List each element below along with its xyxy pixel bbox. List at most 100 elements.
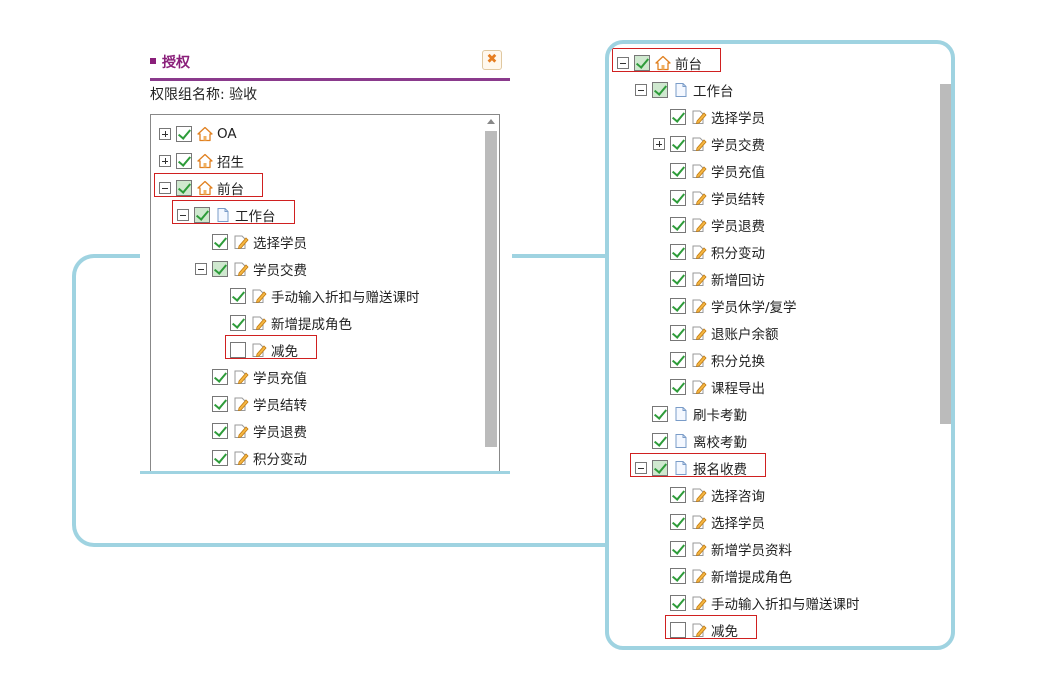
tree-node[interactable]: 积分变动 <box>670 241 765 263</box>
node-checkbox[interactable] <box>670 379 686 395</box>
highlight-box <box>172 200 295 224</box>
node-checkbox[interactable] <box>652 460 668 476</box>
node-checkbox[interactable] <box>176 126 192 142</box>
node-checkbox[interactable] <box>670 190 686 206</box>
edit-icon <box>233 396 249 412</box>
edit-icon <box>691 325 707 341</box>
tree-node[interactable]: 报名收费 <box>635 457 747 479</box>
tree-node[interactable]: 选择学员 <box>212 231 307 253</box>
tree-node[interactable]: 退账户余额 <box>670 322 779 344</box>
node-checkbox[interactable] <box>634 55 650 71</box>
node-checkbox[interactable] <box>652 406 668 422</box>
tree-node[interactable]: 学员交费 <box>195 258 307 280</box>
tree-node[interactable]: 新增学员资料 <box>670 538 792 560</box>
node-checkbox[interactable] <box>212 234 228 250</box>
tree-node[interactable]: 学员退费 <box>212 420 307 442</box>
node-checkbox[interactable] <box>670 244 686 260</box>
tree-node[interactable]: 工作台 <box>635 79 734 101</box>
left-tree-scrollbar[interactable] <box>485 119 497 449</box>
tree-node[interactable]: 积分变动 <box>212 447 307 469</box>
tree-node[interactable]: 选择咨询 <box>670 484 765 506</box>
node-checkbox[interactable] <box>670 622 686 638</box>
tree-node-label: 课程导出 <box>711 381 765 397</box>
tree-node[interactable]: 新增提成角色 <box>670 565 792 587</box>
tree-node[interactable]: 刷卡考勤 <box>652 403 747 425</box>
collapse-icon[interactable] <box>617 57 629 69</box>
node-checkbox[interactable] <box>230 288 246 304</box>
node-checkbox[interactable] <box>212 261 228 277</box>
left-permission-tree[interactable]: OA 招生前台工作台选择学员学员交费手动输入折扣与赠送课时新增提成角色减免学员充值… <box>150 114 500 472</box>
node-checkbox[interactable] <box>670 514 686 530</box>
collapse-icon[interactable] <box>195 263 207 275</box>
scroll-thumb[interactable] <box>485 131 497 447</box>
tree-node[interactable]: 学员结转 <box>212 393 307 415</box>
tree-node[interactable]: 选择学员 <box>670 106 765 128</box>
header-divider <box>150 78 510 81</box>
node-checkbox[interactable] <box>670 109 686 125</box>
node-checkbox[interactable] <box>176 153 192 169</box>
tree-node[interactable]: 课程导出 <box>670 376 765 398</box>
tree-node[interactable]: 工作台 <box>177 204 276 226</box>
tree-node[interactable]: 学员充值 <box>670 160 765 182</box>
tree-node[interactable]: 手动输入折扣与赠送课时 <box>230 285 420 307</box>
edit-icon <box>251 315 267 331</box>
edit-icon <box>691 541 707 557</box>
tree-node[interactable]: 离校考勤 <box>652 430 747 452</box>
edit-icon <box>691 217 707 233</box>
node-checkbox[interactable] <box>670 163 686 179</box>
tree-node[interactable]: 学员结转 <box>670 187 765 209</box>
tree-node[interactable]: 前台 <box>159 177 244 199</box>
edit-icon <box>691 163 707 179</box>
node-checkbox[interactable] <box>212 423 228 439</box>
collapse-icon[interactable] <box>635 84 647 96</box>
node-checkbox[interactable] <box>670 487 686 503</box>
tree-node[interactable]: 减免 <box>670 619 738 641</box>
node-checkbox[interactable] <box>230 342 246 358</box>
tree-node[interactable]: 学员交费 <box>653 133 765 155</box>
node-checkbox[interactable] <box>670 595 686 611</box>
tree-node[interactable]: 学员退费 <box>670 214 765 236</box>
collapse-icon[interactable] <box>159 182 171 194</box>
collapse-icon[interactable] <box>635 462 647 474</box>
node-checkbox[interactable] <box>176 180 192 196</box>
node-checkbox[interactable] <box>670 541 686 557</box>
tree-node[interactable]: 学员充值 <box>212 366 307 388</box>
right-tree-scrollbar[interactable] <box>940 84 951 424</box>
node-checkbox[interactable] <box>652 433 668 449</box>
tree-node[interactable]: 学员休学/复学 <box>670 295 797 317</box>
node-checkbox[interactable] <box>670 298 686 314</box>
tree-node[interactable]: 手动输入折扣与赠送课时 <box>670 592 860 614</box>
node-checkbox[interactable] <box>652 82 668 98</box>
tree-node[interactable]: 新增回访 <box>670 268 765 290</box>
node-checkbox[interactable] <box>670 217 686 233</box>
edit-icon <box>691 298 707 314</box>
node-checkbox[interactable] <box>670 352 686 368</box>
scroll-up-arrow-icon[interactable] <box>487 119 495 124</box>
node-checkbox[interactable] <box>670 568 686 584</box>
expand-icon[interactable] <box>159 128 171 140</box>
node-checkbox[interactable] <box>670 136 686 152</box>
node-checkbox[interactable] <box>212 396 228 412</box>
collapse-icon[interactable] <box>177 209 189 221</box>
node-checkbox[interactable] <box>194 207 210 223</box>
tree-node[interactable]: 减免 <box>230 339 298 361</box>
expand-icon[interactable] <box>159 155 171 167</box>
node-checkbox[interactable] <box>230 315 246 331</box>
close-button[interactable]: ✖ <box>482 50 502 70</box>
node-checkbox[interactable] <box>670 325 686 341</box>
right-permission-tree-panel[interactable]: 前台工作台选择学员学员交费学员充值学员结转学员退费积分变动新增回访学员休学/复学… <box>605 40 955 650</box>
expand-icon[interactable] <box>653 138 665 150</box>
highlight-box <box>630 453 766 477</box>
tree-node-label: 选择咨询 <box>711 489 765 505</box>
tree-node[interactable]: OA <box>159 123 237 145</box>
highlight-box <box>665 615 757 639</box>
tree-node[interactable]: 新增提成角色 <box>230 312 352 334</box>
node-checkbox[interactable] <box>670 271 686 287</box>
node-checkbox[interactable] <box>212 450 228 466</box>
edit-icon <box>691 568 707 584</box>
node-checkbox[interactable] <box>212 369 228 385</box>
tree-node[interactable]: 积分兑换 <box>670 349 765 371</box>
tree-node[interactable]: 选择学员 <box>670 511 765 533</box>
tree-node[interactable]: 招生 <box>159 150 244 172</box>
tree-node[interactable]: 前台 <box>617 52 702 74</box>
